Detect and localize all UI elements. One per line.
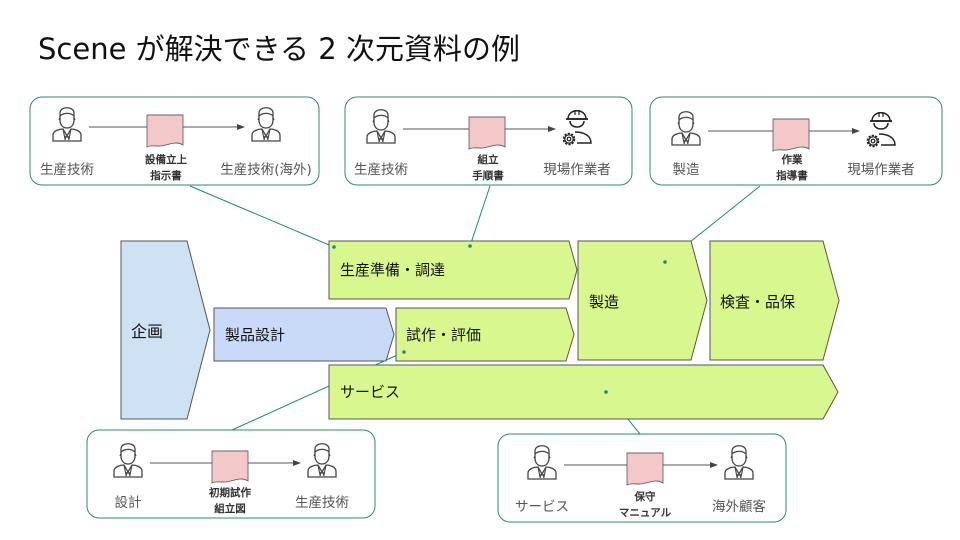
document-icon	[211, 450, 249, 484]
sender-label: 製造	[673, 162, 701, 178]
stage-chevron-shape	[328, 240, 578, 300]
receiver-label: 現場作業者	[847, 162, 915, 178]
stage-manufacturing: 製造	[577, 240, 708, 361]
stage-chevron-shape	[328, 364, 839, 420]
stage-chevron-shape	[213, 307, 395, 362]
sender-label: サービス	[515, 499, 569, 515]
document-icon	[468, 116, 506, 150]
connector-line	[469, 185, 491, 247]
sender-label: 生産技術	[40, 162, 94, 178]
stage-label: 製造	[589, 293, 619, 311]
document-callouts: 生産技術生産技術(海外)設備立上指示書生産技術現場作業者組立手順書製造現場作業者…	[29, 96, 943, 523]
stage-chevron-shape	[395, 307, 575, 362]
document-label: 手順書	[472, 169, 504, 182]
document-icon	[146, 114, 184, 148]
receiver-label: 現場作業者	[543, 162, 611, 178]
connector-dot	[402, 350, 406, 354]
stage-chevron-shape	[709, 240, 840, 361]
sender-label: 設計	[115, 495, 142, 511]
stage-production-prep: 生産準備・調達	[328, 240, 578, 300]
stage-label: 製品設計	[225, 326, 285, 344]
stage-label: 企画	[131, 322, 163, 341]
document-icon	[772, 118, 810, 152]
connector-dot	[332, 245, 336, 249]
document-label: マニュアル	[619, 507, 672, 519]
stage-label: 検査・品保	[720, 293, 795, 311]
document-label: 指導書	[776, 169, 808, 182]
receiver-label: 海外顧客	[712, 498, 766, 515]
stage-chevron-shape	[120, 240, 211, 420]
stage-service: サービス	[328, 364, 839, 420]
document-label: 組立	[478, 153, 499, 166]
slide-title: Scene が解決できる 2 次元資料の例	[38, 32, 520, 66]
document-label: 保守	[634, 490, 656, 503]
document-label: 組立図	[214, 502, 246, 515]
connector-dots	[332, 244, 667, 394]
receiver-label: 生産技術	[295, 495, 349, 511]
receiver-label: 生産技術(海外)	[220, 162, 312, 178]
stage-label: 試作・評価	[406, 326, 481, 344]
document-label: 初期試作	[209, 486, 251, 499]
stage-chevron-shape	[577, 240, 708, 361]
stage-product-design: 製品設計	[213, 307, 395, 362]
connector-dot	[468, 244, 472, 248]
connector-dot	[663, 260, 667, 264]
document-label: 作業	[782, 153, 803, 166]
document-label: 設備立上	[145, 153, 187, 166]
stage-label: 生産準備・調達	[340, 261, 445, 279]
connector-line	[189, 185, 335, 248]
connector-dot	[604, 390, 608, 394]
document-icon	[626, 452, 664, 486]
document-label: 指示書	[150, 169, 182, 182]
stage-inspection-qa: 検査・品保	[709, 240, 840, 361]
stage-planning: 企画	[120, 240, 211, 420]
stage-label: サービス	[340, 383, 400, 401]
sender-label: 生産技術	[354, 162, 408, 178]
stage-prototype-eval: 試作・評価	[395, 307, 575, 362]
